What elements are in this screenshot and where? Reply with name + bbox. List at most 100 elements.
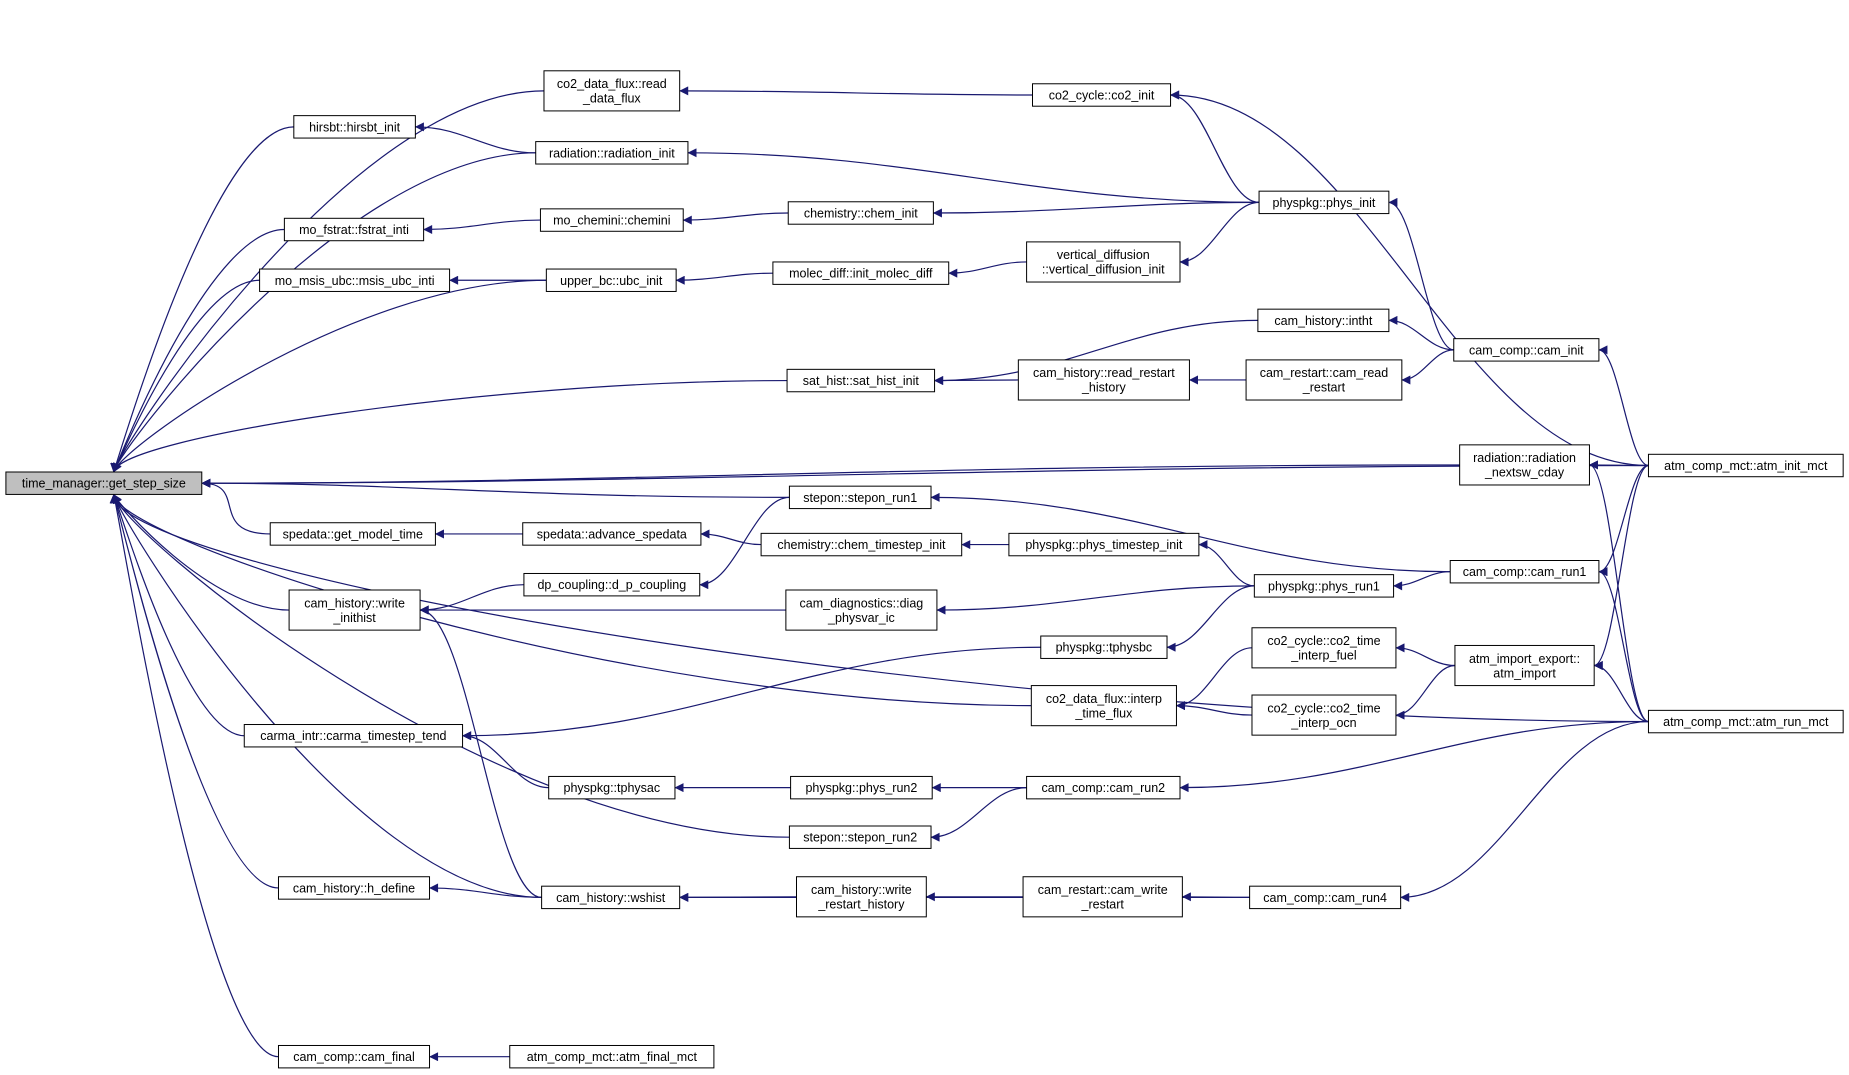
node-camrun2[interactable]: cam_comp::cam_run2 xyxy=(1026,775,1181,800)
edge-physinit-to-radinit xyxy=(687,148,1260,203)
node-physts[interactable]: physpkg::phys_timestep_init xyxy=(1008,532,1200,557)
node-co2ocn[interactable]: co2_cycle::co2_time_interp_ocn xyxy=(1251,694,1397,736)
node-box xyxy=(1251,694,1397,736)
node-label: carma_intr::carma_timestep_tend xyxy=(260,729,446,743)
node-atmrun[interactable]: atm_comp_mct::atm_run_mct xyxy=(1647,709,1844,734)
node-label: hirsbt::hirsbt_init xyxy=(309,120,401,134)
node-wshist[interactable]: cam_history::wshist xyxy=(541,885,681,910)
node-label: cam_comp::cam_final xyxy=(293,1050,415,1064)
edge-hirsbt-to-root xyxy=(112,126,294,473)
node-atmfinal[interactable]: atm_comp_mct::atm_final_mct xyxy=(509,1044,715,1069)
node-writeinithist[interactable]: cam_history::write_inithist xyxy=(288,589,421,631)
node-label: _interp_ocn xyxy=(1290,716,1356,730)
node-spedata_adv[interactable]: spedata::advance_spedata xyxy=(522,522,702,546)
node-carma[interactable]: carma_intr::carma_timestep_tend xyxy=(243,724,464,748)
node-steponrun2[interactable]: stepon::stepon_run2 xyxy=(788,825,932,849)
edge-caminit-to-physinit xyxy=(1388,197,1454,351)
node-box xyxy=(1258,190,1390,215)
node-dpcoupling[interactable]: dp_coupling::d_p_coupling xyxy=(523,572,701,597)
node-restartread[interactable]: cam_restart::cam_read_restart xyxy=(1245,359,1403,401)
node-label: co2_cycle::co2_init xyxy=(1049,88,1155,102)
node-box xyxy=(545,268,677,292)
node-label: vertical_diffusion xyxy=(1057,248,1150,262)
node-co2read[interactable]: co2_data_flux::read_data_flux xyxy=(543,70,681,112)
node-box xyxy=(1249,885,1402,910)
node-mochemini[interactable]: mo_chemini::chemini xyxy=(539,208,684,232)
node-box xyxy=(786,368,936,393)
node-atminit[interactable]: atm_comp_mct::atm_init_mct xyxy=(1647,453,1844,478)
node-box xyxy=(259,268,451,292)
node-cheminit[interactable]: chemistry::chem_init xyxy=(787,201,934,225)
node-box xyxy=(539,208,684,232)
node-tphysac[interactable]: physpkg::tphysac xyxy=(548,775,676,800)
node-tphysbc[interactable]: physpkg::tphysbc xyxy=(1040,635,1168,659)
node-camrun1[interactable]: cam_comp::cam_run1 xyxy=(1449,560,1600,584)
edge-co2read-to-root xyxy=(110,90,544,473)
edge-wshist-to-root xyxy=(110,493,542,898)
edge-sathist-to-root xyxy=(110,379,788,473)
node-label: cam_history::wshist xyxy=(556,891,666,905)
node-writerestart[interactable]: cam_history::write_restart_history xyxy=(796,876,927,918)
node-label: co2_data_flux::interp xyxy=(1046,692,1162,706)
node-label: cam_history::h_define xyxy=(293,881,415,895)
node-camwriterestart[interactable]: cam_restart::cam_write_restart xyxy=(1022,876,1183,918)
node-spedata_gmt[interactable]: spedata::get_model_time xyxy=(269,522,436,546)
node-intht[interactable]: cam_history::intht xyxy=(1257,308,1390,333)
node-box xyxy=(1030,685,1177,727)
node-label: physpkg::phys_run1 xyxy=(1268,579,1380,593)
node-physrun2[interactable]: physpkg::phys_run2 xyxy=(790,775,933,800)
node-physrun1[interactable]: physpkg::phys_run1 xyxy=(1253,574,1395,598)
edge-physinit-to-co2init xyxy=(1170,90,1260,203)
node-chemts[interactable]: chemistry::chem_timestep_init xyxy=(760,532,963,557)
node-label: atm_comp_mct::atm_run_mct xyxy=(1663,715,1829,729)
edge-camrun1-to-physrun1 xyxy=(1393,571,1451,591)
node-camrun4[interactable]: cam_comp::cam_run4 xyxy=(1249,885,1402,910)
node-vertdiff[interactable]: vertical_diffusion::vertical_diffusion_i… xyxy=(1026,241,1181,283)
node-camfinal[interactable]: cam_comp::cam_final xyxy=(277,1044,431,1069)
node-box xyxy=(293,115,416,139)
edge-moleculardiff-to-upperbc xyxy=(675,272,773,285)
node-physinit[interactable]: physpkg::phys_init xyxy=(1258,190,1390,215)
node-label: mo_chemini::chemini xyxy=(553,214,670,228)
node-moleculardiff[interactable]: molec_diff::init_molec_diff xyxy=(772,261,950,285)
node-co2fuel[interactable]: co2_cycle::co2_time_interp_fuel xyxy=(1251,627,1397,669)
node-camreadrestart[interactable]: cam_history::read_restart_history xyxy=(1017,359,1190,401)
edge-atmimport-to-co2ocn xyxy=(1395,664,1455,720)
edge-carma-to-root xyxy=(113,494,245,737)
node-box xyxy=(243,724,464,748)
node-atmimport[interactable]: atm_import_export::atm_import xyxy=(1454,644,1595,687)
node-label: cam_restart::cam_read xyxy=(1260,366,1389,380)
node-label: co2_data_flux::read xyxy=(557,77,667,91)
node-label: chemistry::chem_init xyxy=(804,206,918,220)
node-label: physpkg::tphysac xyxy=(564,781,661,795)
node-hirsbt[interactable]: hirsbt::hirsbt_init xyxy=(293,115,416,139)
edge-physrun1-to-tphysbc xyxy=(1166,585,1255,652)
node-upperbc[interactable]: upper_bc::ubc_init xyxy=(545,268,677,292)
root-node[interactable]: time_manager::get_step_size xyxy=(5,471,203,495)
node-label: cam_history::write xyxy=(304,596,405,610)
node-box xyxy=(277,1044,431,1069)
node-camdiag[interactable]: cam_diagnostics::diag_physvar_ic xyxy=(785,589,938,631)
node-steponrun1[interactable]: stepon::stepon_run1 xyxy=(788,485,932,510)
node-radinit[interactable]: radiation::radiation_init xyxy=(535,141,689,165)
node-radnextsw[interactable]: radiation::radiation_nextsw_cday xyxy=(1459,444,1590,486)
node-label: _data_flux xyxy=(582,92,641,106)
edge-physrun1-to-physts xyxy=(1198,540,1255,587)
node-caminit[interactable]: cam_comp::cam_init xyxy=(1453,338,1600,362)
node-box xyxy=(1032,83,1172,107)
node-co2init[interactable]: co2_cycle::co2_init xyxy=(1032,83,1172,107)
edge-spedata_gmt-to-root xyxy=(201,478,271,535)
edge-hdefine-to-root xyxy=(113,494,279,889)
node-hdefine[interactable]: cam_history::h_define xyxy=(277,876,431,900)
node-co2interp[interactable]: co2_data_flux::interp_time_flux xyxy=(1030,685,1177,727)
edge-mofstrat-to-root xyxy=(113,228,285,473)
node-sathist[interactable]: sat_hist::sat_hist_init xyxy=(786,368,936,393)
edge-tphysac-to-carma xyxy=(462,731,549,789)
node-mofstrat[interactable]: mo_fstrat::fstrat_inti xyxy=(283,217,425,242)
node-label: cam_comp::cam_run4 xyxy=(1263,891,1387,905)
edge-camreadrestart-to-sathist xyxy=(934,376,1019,386)
edge-radinit-to-root xyxy=(110,152,536,473)
node-label: spedata::advance_spedata xyxy=(537,527,687,541)
node-momsis[interactable]: mo_msis_ubc::msis_ubc_inti xyxy=(259,268,451,292)
